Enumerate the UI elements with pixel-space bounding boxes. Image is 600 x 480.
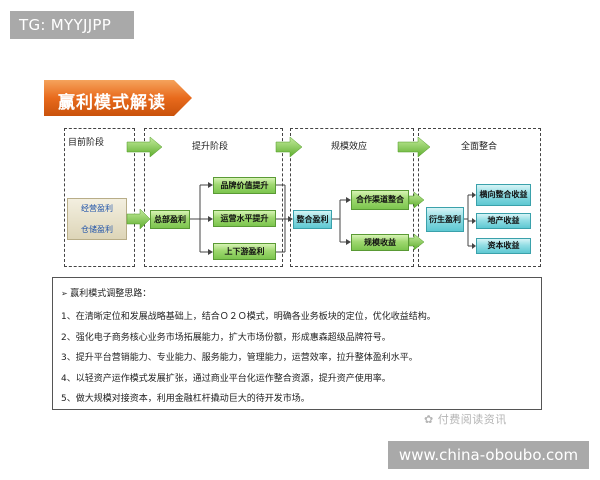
- stage-arrow-3: [397, 136, 431, 158]
- stage-current: [64, 128, 135, 267]
- watermark-logo-icon: ✿: [424, 413, 438, 426]
- summary-item: 4、以轻资产运作模式发展扩张，通过商业平台化运作整合资源，提升资产使用率。: [61, 374, 391, 384]
- watermark: ✿ 付费阅读资讯: [424, 411, 507, 427]
- summary-item: 3、提升平台营销能力、专业能力、服务能力，管理能力，运营效率，拉升整体盈利水平。: [61, 353, 418, 363]
- page-title: 赢利模式解读: [58, 93, 166, 113]
- bullet-chevron-icon: ➢: [61, 289, 71, 298]
- flow-arrow-scale: [408, 233, 425, 251]
- current-items-panel: [67, 198, 127, 240]
- watermark-text: 付费阅读资讯: [437, 413, 507, 426]
- summary-item: 2、强化电子商务核心业务市场拓展能力，扩大市场份额，形成惠森超级品牌符号。: [61, 333, 391, 343]
- source-url-banner: www.china-oboubo.com: [388, 441, 589, 469]
- node-channel-integration: 合作渠道整合: [351, 190, 409, 210]
- channel-tag: TG: MYYJJPP: [10, 11, 134, 39]
- summary-heading: ➢ 赢利模式调整思路：: [61, 286, 151, 299]
- current-item-operation-profit: 经营盈利: [81, 204, 113, 213]
- node-integrated-profit: 整合盈利: [293, 210, 332, 229]
- flow-arrow-current: [126, 208, 151, 230]
- node-capital: 资本收益: [476, 238, 531, 254]
- node-vertical-integration: 横向整合收益: [476, 184, 531, 206]
- node-derivative-profit: 衍生盈利: [426, 207, 464, 232]
- node-ops-level: 运营水平提升: [213, 210, 276, 227]
- summary-item: 5、做大规模对接资本，利用金融杠杆撬动巨大的待开发市场。: [61, 394, 310, 404]
- stage-arrow-2: [275, 136, 303, 158]
- node-total-profit: 总部盈利: [150, 210, 190, 229]
- flow-arrow-channel: [408, 191, 425, 209]
- summary-heading-text: 赢利模式调整思路：: [70, 289, 152, 299]
- node-real-estate: 地产收益: [476, 213, 531, 229]
- stage-arrow-1: [126, 136, 163, 158]
- stage-label-full: 全面整合: [460, 142, 497, 152]
- stage-upgrade: [144, 128, 283, 267]
- summary-box: ➢ 赢利模式调整思路： 1、在清晰定位和发展战略基础上，结合Ｏ２Ｏ模式，明确各业…: [52, 277, 542, 410]
- title-banner-shape: [44, 80, 192, 116]
- stage-label-scale: 规模效应: [330, 142, 367, 152]
- stage-label-current: 目前阶段: [68, 138, 105, 148]
- node-scale-profit: 规模收益: [351, 234, 409, 251]
- node-updown-profit: 上下游盈利: [213, 243, 276, 260]
- node-brand-value: 品牌价值提升: [213, 177, 276, 194]
- title-banner: 赢利模式解读: [44, 80, 192, 116]
- stage-label-upgrade: 提升阶段: [191, 142, 228, 152]
- current-item-storage-profit: 仓储盈利: [81, 225, 113, 234]
- summary-item: 1、在清晰定位和发展战略基础上，结合Ｏ２Ｏ模式，明确各业务板块的定位，优化收益结…: [61, 312, 436, 322]
